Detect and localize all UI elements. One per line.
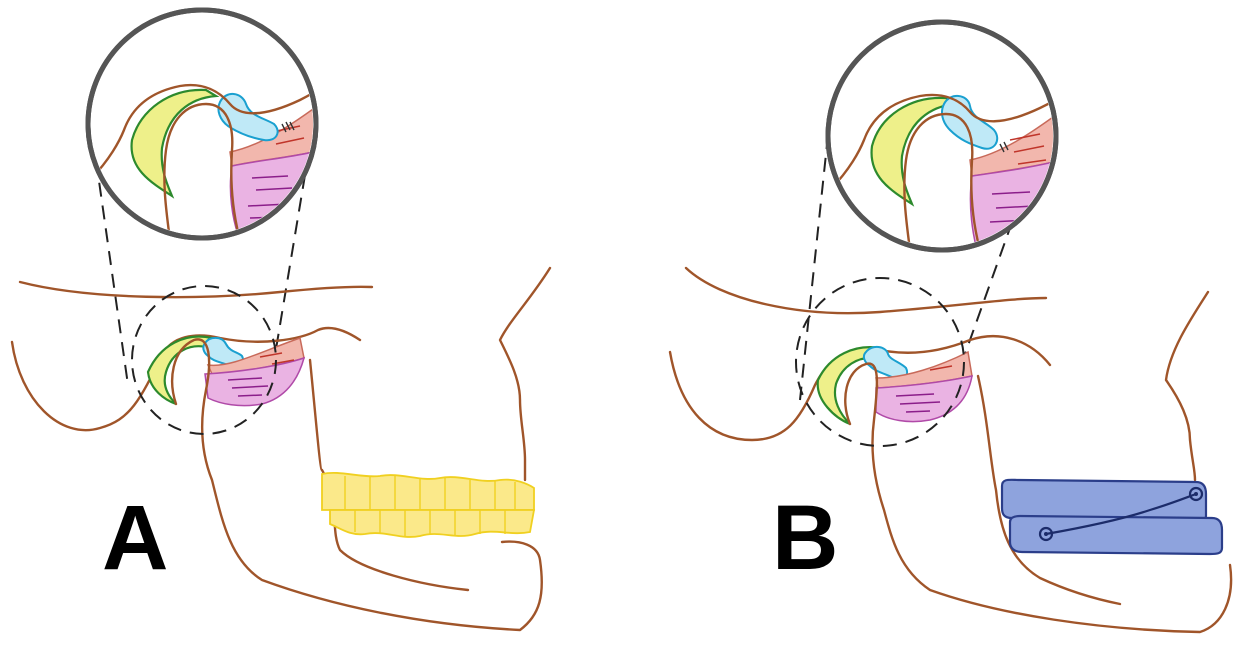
panel-b-zoom-line-left: [800, 135, 828, 400]
panel-a-skull-base: [20, 282, 372, 297]
panel-a-label: A: [102, 492, 168, 584]
panel-b-splint-upper: [1002, 480, 1206, 520]
panel-b-drawing: [670, 22, 1231, 632]
panel-a-magnifier: [88, 10, 322, 240]
panel-b-splint-lower: [1010, 516, 1222, 554]
panel-b-magnifier: [828, 22, 1062, 260]
panel-a-upper-teeth: [322, 473, 534, 510]
panel-a-lower-teeth: [330, 510, 534, 537]
panel-b-maxilla: [1166, 292, 1208, 480]
panel-a-teeth: [322, 473, 534, 537]
panel-b-skull-base: [686, 268, 1046, 313]
panel-a-maxilla: [500, 268, 550, 480]
panel-b-occlusal-splint: [1002, 480, 1222, 554]
panel-a-drawing: [12, 10, 550, 630]
panel-b-label: B: [772, 492, 838, 584]
